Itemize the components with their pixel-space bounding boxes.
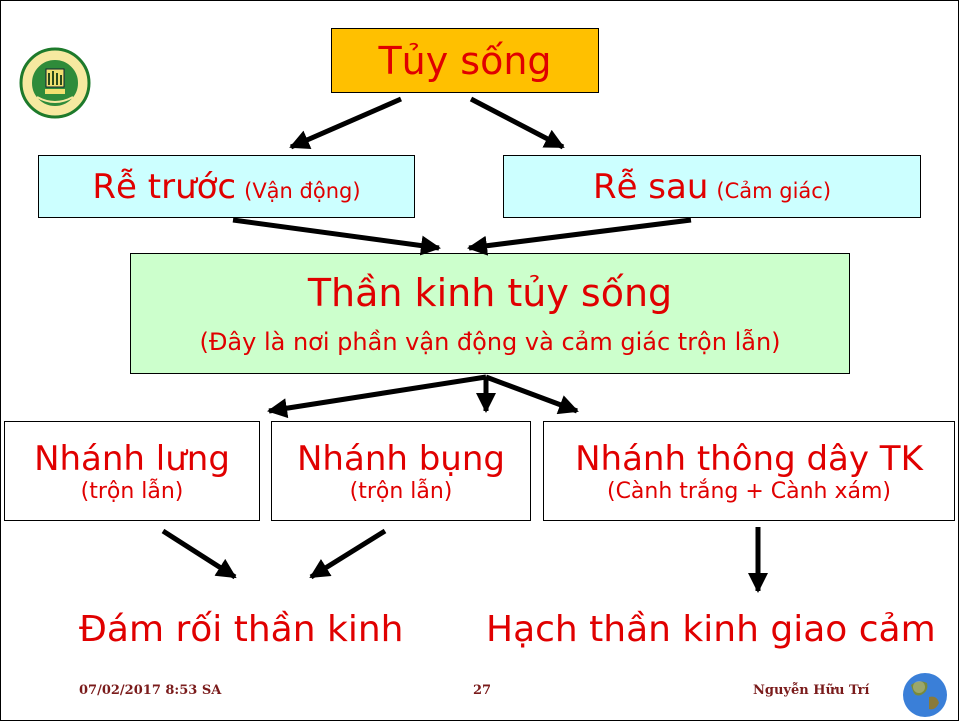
communicating-branch-box: Nhánh thông dây TK (Cành trắng + Cành xá… [543,421,955,521]
communicating-branch-note: (Cành trắng + Cành xám) [606,478,892,504]
ventral-branch-box: Nhánh bụng (trộn lẫn) [271,421,531,521]
dorsal-branch-box: Nhánh lưng (trộn lẫn) [4,421,260,521]
posterior-root-box: Rễ sau (Cảm giác) [503,155,921,218]
nerve-plexus-label: Đám rối thần kinh [79,609,404,650]
footer-page-number: 27 [473,683,492,698]
arrow-anterior-to-nerve [232,217,441,256]
dorsal-branch-label: Nhánh lưng [34,438,230,479]
footer-date: 07/02/2017 8:53 SA [79,683,222,698]
dorsal-branch-note: (trộn lẫn) [80,478,184,504]
arrow-ventral-to-plexus [309,528,387,580]
communicating-branch-label: Nhánh thông dây TK [575,438,923,479]
posterior-root-note: (Cảm giác) [716,178,832,203]
globe-icon [903,673,947,717]
arrow-dorsal-to-plexus [161,528,237,580]
arrow-posterior-to-nerve [467,217,692,256]
spinal-nerve-title: Thần kinh tủy sống [307,270,673,315]
footer-author: Nguyễn Hữu Trí [753,683,870,698]
arrow-to-anterior-root [289,96,402,150]
spinal-cord-label: Tủy sống [378,38,552,83]
arrow-to-dorsal-branch [267,374,487,419]
university-logo-icon [19,47,91,119]
arrow-to-posterior-root [469,96,565,150]
sympathetic-ganglion-label: Hạch thần kinh giao cảm [486,609,936,650]
posterior-root-label: Rễ sau [592,166,709,207]
spinal-cord-box: Tủy sống [331,28,599,93]
spinal-nerve-box: Thần kinh tủy sống (Đây là nơi phần vận … [130,253,850,374]
anterior-root-note: (Vận động) [244,178,361,203]
anterior-root-box: Rễ trước (Vận động) [38,155,415,218]
ventral-branch-note: (trộn lẫn) [349,478,453,504]
spinal-nerve-note: (Đây là nơi phần vận động và cảm giác tr… [199,328,781,357]
arrow-to-communicating-branch [485,374,579,415]
ventral-branch-label: Nhánh bụng [297,438,505,479]
anterior-root-label: Rễ trước [92,166,237,207]
